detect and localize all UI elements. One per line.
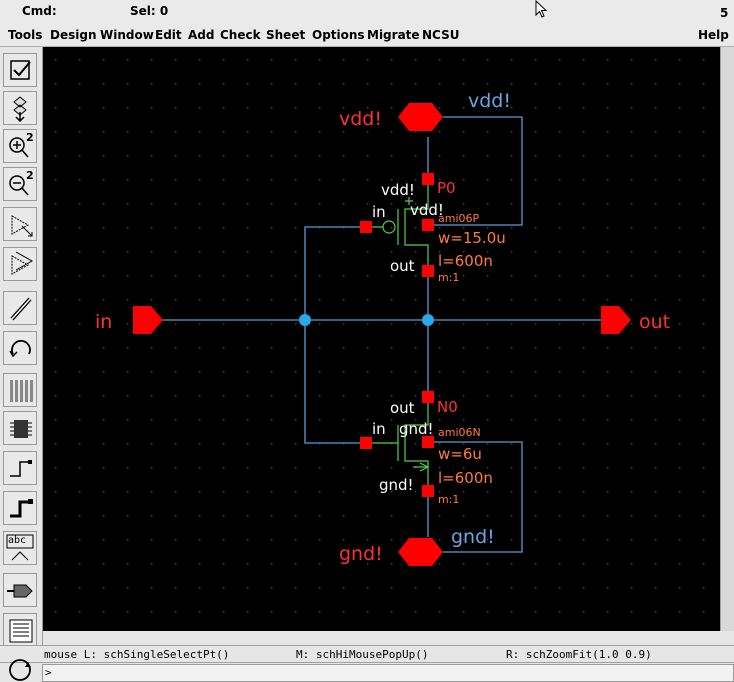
pmos-instance-name: P0 (437, 179, 456, 197)
zoom-in-button[interactable]: 2 (3, 129, 37, 163)
pin-gnd-label: gnd! (339, 543, 383, 565)
pin-icon (10, 420, 32, 438)
nmos-mult: m:1 (438, 493, 459, 506)
property-icon (9, 619, 33, 643)
undo-button[interactable] (3, 331, 37, 365)
menu-tools[interactable]: Tools (8, 28, 43, 42)
grid-dots (55, 59, 705, 613)
check-icon (10, 60, 31, 80)
menu-check[interactable]: Check (220, 28, 261, 42)
pin-gnd-shape[interactable] (398, 538, 443, 566)
copy-button[interactable] (3, 247, 37, 281)
junction-in (299, 314, 311, 326)
wire-narrow-button[interactable] (3, 451, 37, 485)
nmos-width: w=6u (438, 445, 482, 463)
mouse-right-binding: R: schZoomFit(1.0 0.9) (506, 648, 652, 661)
wire-gnd-bulk (428, 441, 523, 553)
nmos-model: ami06N (438, 426, 481, 439)
zoom-out-icon (9, 175, 29, 196)
wire-narrow-icon (10, 460, 32, 477)
pmos-width: w=15.0u (438, 229, 506, 247)
nmos-drain-term: out (390, 399, 415, 417)
tool-palette: 2 2 abc (0, 47, 43, 647)
add-pin-icon (7, 584, 33, 598)
pin-out-label: out (639, 311, 670, 333)
nmos-gate-term: in (372, 420, 386, 438)
zoom-in-factor: 2 (26, 131, 34, 144)
command-input[interactable]: > (42, 664, 734, 682)
mouse-binding-status: mouse L: schSingleSelectPt() M: schHiMou… (0, 645, 734, 663)
zoom-out-factor: 2 (26, 169, 34, 182)
descend-button[interactable] (3, 91, 37, 125)
label-tool-text: abc (8, 535, 27, 546)
wire-gate-p (304, 226, 366, 320)
vertical-scrollbar[interactable] (720, 47, 734, 631)
property-button[interactable] (3, 613, 37, 647)
stretch-icon (11, 215, 33, 237)
mouse-left-binding: mouse L: schSingleSelectPt() (44, 648, 230, 661)
menu-migrate[interactable]: Migrate (367, 28, 420, 42)
mouse-cursor-icon (535, 0, 548, 18)
net-label-gnd: gnd! (451, 526, 495, 548)
menu-sheet[interactable]: Sheet (266, 28, 306, 42)
menu-design[interactable]: Design (50, 28, 97, 42)
wire-gate-n (304, 320, 366, 444)
zoom-out-button[interactable]: 2 (3, 167, 37, 201)
menu-window[interactable]: Window (100, 28, 154, 42)
pin-vdd-label: vdd! (339, 108, 382, 130)
menu-bar: Tools Design Window Edit Add Check Sheet… (0, 24, 734, 47)
pmos-gate-term: in (372, 203, 386, 221)
pmos-length: l=600n (438, 252, 493, 270)
nmos-source-term: gnd! (379, 476, 414, 494)
pmos-model: ami06P (438, 212, 480, 225)
pin-vdd-shape[interactable] (398, 103, 443, 131)
add-pin-button[interactable] (3, 573, 37, 607)
descend-icon (13, 96, 27, 123)
pin-in-label: in (95, 311, 112, 333)
menu-ncsu[interactable]: NCSU (422, 28, 460, 42)
pmos-drain-term: out (390, 257, 415, 275)
instance-button[interactable] (3, 373, 37, 407)
pin-button[interactable] (3, 411, 37, 445)
wire-vdd-bulk (428, 116, 523, 226)
menu-options[interactable]: Options (312, 28, 365, 42)
nmos-bulk-term: gnd! (399, 420, 434, 438)
menu-add[interactable]: Add (188, 28, 215, 42)
stretch-button[interactable] (3, 207, 37, 241)
pin-out-shape[interactable] (601, 306, 631, 334)
pin-in-shape[interactable] (133, 306, 163, 334)
copy-icon (11, 251, 34, 275)
wire-button[interactable] (3, 291, 37, 325)
refresh-icon[interactable] (2, 652, 38, 682)
wire-wide-button[interactable] (3, 491, 37, 525)
schematic-drawing: in out vdd! gnd! vdd! gnd! vdd! vdd! in … (55, 59, 705, 613)
title-bar: Cmd: Sel: 0 5 (0, 0, 734, 25)
pmos-source-term: vdd! (381, 181, 415, 199)
wire-wide-icon (10, 499, 33, 518)
selection-count: Sel: 0 (130, 4, 169, 18)
pmos-device[interactable] (366, 185, 429, 271)
pmos-bulk-term: vdd! (410, 201, 444, 219)
command-prompt: > (45, 666, 52, 679)
net-label-vdd: vdd! (468, 90, 511, 112)
instance-icon (10, 380, 33, 402)
zoom-in-icon (9, 137, 29, 158)
wires (161, 116, 603, 553)
window-number: 5 (720, 6, 729, 20)
nmos-length: l=600n (438, 469, 493, 487)
label-button[interactable]: abc (3, 531, 37, 565)
junction-out (422, 314, 434, 326)
cmd-label: Cmd: (22, 4, 57, 18)
label-icon (6, 534, 34, 561)
schematic-canvas[interactable]: in out vdd! gnd! vdd! gnd! vdd! vdd! in … (43, 47, 720, 631)
pmos-mult: m:1 (438, 271, 459, 284)
menu-help[interactable]: Help (698, 28, 729, 42)
nmos-instance-name: N0 (437, 398, 458, 416)
mouse-middle-binding: M: schHiMousePopUp() (296, 648, 429, 661)
terminal-pins (360, 173, 434, 497)
undo-icon (9, 340, 31, 358)
menu-edit[interactable]: Edit (155, 28, 182, 42)
wire-icon (10, 297, 32, 321)
check-save-button[interactable] (3, 53, 37, 87)
